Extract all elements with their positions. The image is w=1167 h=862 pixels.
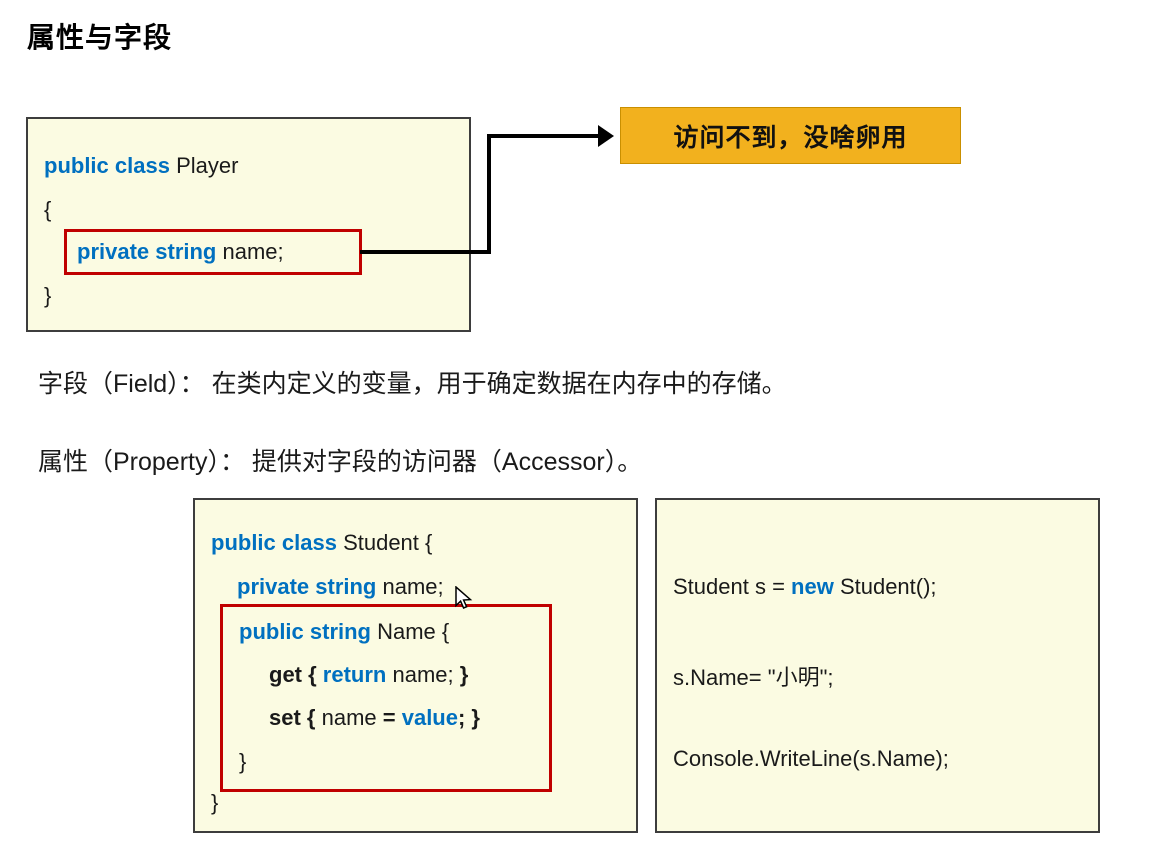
arrow-head	[598, 125, 614, 147]
property-highlight-frame: public string Name { get { return name; …	[220, 604, 552, 792]
setter-token: set {	[269, 705, 322, 730]
page-title: 属性与字段	[27, 22, 173, 53]
code-line-instantiation: Student s = new Student();	[673, 574, 937, 600]
keyword-private-string: private string	[77, 239, 217, 264]
code-line-property-set: s.Name= "小明";	[673, 665, 834, 690]
field-name: name;	[376, 574, 444, 599]
setter-close: ; }	[457, 705, 480, 730]
close-brace: }	[44, 283, 52, 308]
mouse-cursor	[455, 586, 473, 609]
property-close-brace: }	[239, 749, 247, 774]
open-brace: {	[44, 197, 52, 222]
instantiation-right: Student();	[833, 574, 937, 599]
code-line-player-declaration: public class Player	[44, 153, 238, 179]
keyword-private-string: private string	[237, 574, 377, 599]
arrow-segment-horizontal-lower	[360, 250, 491, 254]
code-line-getter: get { return name; }	[269, 662, 468, 688]
callout-label: 访问不到，没啥卵用	[673, 123, 908, 152]
assign-operator: =	[382, 705, 402, 730]
field-definition-text: 字段（Field）： 在类内定义的变量，用于确定数据在内存中的存储。	[38, 370, 787, 398]
keyword-public-class: public class	[211, 530, 337, 555]
keyword-public-string: public string	[239, 619, 371, 644]
keyword-new: new	[791, 574, 834, 599]
property-name: Name {	[371, 619, 450, 644]
instantiation-left: Student s =	[673, 574, 792, 599]
keyword-return: return	[322, 662, 387, 687]
callout-box: 访问不到，没啥卵用	[620, 107, 961, 164]
code-line-console-writeline: Console.WriteLine(s.Name);	[673, 746, 949, 771]
class-name-student: Student {	[336, 530, 433, 555]
usage-code-box: Student s = new Student(); s.Name= "小明";…	[655, 498, 1100, 833]
code-line-student-declaration: public class Student {	[211, 530, 432, 556]
getter-body: name;	[386, 662, 454, 687]
arrow-segment-vertical	[487, 134, 491, 254]
getter-close: }	[453, 662, 469, 687]
arrow-segment-horizontal-upper	[487, 134, 599, 138]
code-line-property-declaration: public string Name {	[239, 619, 449, 645]
code-line-setter: set { name = value; }	[269, 705, 480, 731]
student-class-box: public class Student { private string na…	[193, 498, 638, 833]
keyword-value: value	[401, 705, 458, 730]
class-name-player: Player	[169, 153, 239, 178]
field-name: name;	[216, 239, 284, 264]
field-highlight-frame: private string name;	[64, 229, 362, 275]
keyword-public-class: public class	[44, 153, 170, 178]
property-definition-text: 属性（Property）： 提供对字段的访问器（Accessor）。	[38, 448, 643, 476]
setter-body: name	[321, 705, 383, 730]
player-class-box: public class Player { private string nam…	[26, 117, 471, 332]
getter-token: get {	[269, 662, 323, 687]
class-close-brace: }	[211, 790, 219, 815]
code-line-private-field: private string name;	[237, 574, 444, 600]
